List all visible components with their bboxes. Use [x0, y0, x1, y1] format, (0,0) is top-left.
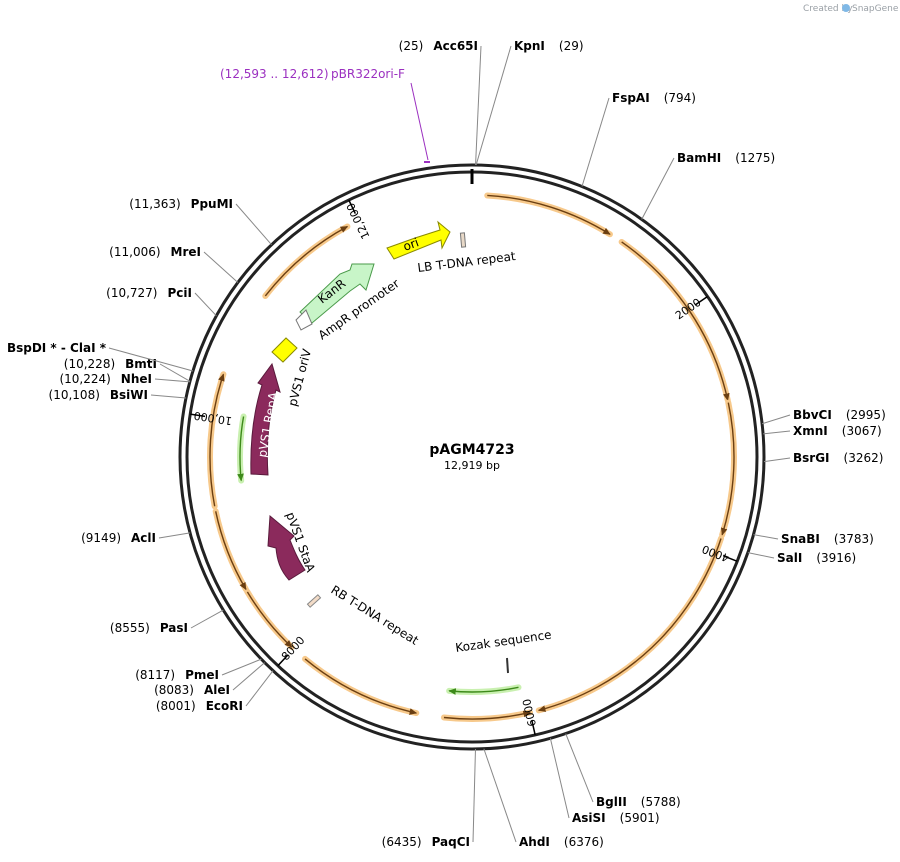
site-line-2 — [581, 97, 610, 187]
plasmid-size: 12,919 bp — [444, 459, 500, 472]
site-label-4[interactable]: BbvCI(2995) — [793, 408, 886, 422]
orf-arc-7[interactable] — [215, 511, 247, 591]
site-label-13[interactable]: (8001)EcoRI — [156, 699, 243, 713]
site-label-16[interactable]: (8555)PasI — [110, 621, 188, 635]
tick-label-0: 2000 — [673, 296, 703, 323]
site-label-17[interactable]: (9149)AclI — [81, 531, 156, 545]
site-line-4 — [761, 414, 791, 425]
site-line-24 — [235, 203, 272, 246]
site-line-15 — [221, 658, 262, 676]
site-label-22[interactable]: (10,727)PciI — [106, 286, 192, 300]
orf-arc-11[interactable] — [237, 416, 245, 482]
primer-name: pBR322ori-F — [331, 67, 405, 81]
site-label-2[interactable]: FspAI(794) — [612, 91, 696, 105]
orf-arc-0[interactable] — [487, 194, 611, 235]
site-line-9 — [565, 733, 594, 803]
tick-label-2: 6000 — [520, 698, 539, 728]
orf-arc-1[interactable] — [621, 241, 730, 401]
orf-layer — [207, 192, 737, 722]
site-label-10[interactable]: AsiSI(5901) — [572, 811, 660, 825]
site-line-13 — [245, 670, 274, 707]
tick-label-5: 12,000 — [344, 201, 372, 241]
orf-arc-3[interactable] — [537, 538, 722, 712]
site-label-24[interactable]: (11,363)PpuMI — [129, 197, 233, 211]
site-line-7 — [753, 534, 779, 540]
orf-arc-bg-1 — [618, 238, 731, 404]
site-line-12 — [472, 748, 476, 843]
rb-repeat-feature[interactable]: RB T-DNA repeat — [306, 583, 421, 648]
site-line-14 — [232, 662, 265, 691]
orf-arc-9[interactable] — [264, 225, 349, 297]
site-line-10 — [549, 738, 570, 819]
tick-mark-2 — [531, 720, 536, 736]
site-line-19 — [154, 378, 190, 383]
site-line-17 — [158, 532, 191, 539]
site-label-14[interactable]: (8083)AleI — [154, 683, 230, 697]
credit-text: Created by — [803, 4, 853, 14]
lb-repeat-label: LB T-DNA repeat — [417, 249, 517, 275]
credit-brand: SnapGene — [852, 4, 899, 14]
snapgene-logo-icon — [842, 4, 850, 12]
site-line-8 — [747, 552, 775, 559]
site-label-21[interactable]: (10,304)BspDI * - ClaI * — [0, 341, 107, 355]
ori-label: ori — [401, 235, 420, 253]
primer-line — [410, 82, 429, 161]
site-label-0[interactable]: (25)Acc65I — [399, 39, 478, 53]
plasmid-name: pAGM4723 — [429, 442, 514, 458]
site-label-1[interactable]: KpnI(29) — [514, 39, 584, 53]
site-label-9[interactable]: BglII(5788) — [596, 795, 681, 809]
primer-range: (12,593 .. 12,612) — [220, 67, 329, 81]
orf-arc-8[interactable] — [209, 373, 225, 507]
orf-arc-10[interactable] — [448, 686, 519, 695]
site-label-3[interactable]: BamHI(1275) — [677, 151, 775, 165]
orf-arc-bg-0 — [484, 192, 613, 238]
site-label-11[interactable]: AhdI(6376) — [519, 835, 604, 849]
site-label-12[interactable]: (6435)PaqCI — [382, 835, 470, 849]
tick-mark-3 — [277, 654, 289, 667]
orf-arc-6[interactable] — [246, 591, 293, 648]
site-line-3 — [641, 157, 675, 220]
site-label-20[interactable]: (10,228)BmtI — [64, 357, 157, 371]
ori-feature[interactable]: ori — [386, 220, 451, 260]
tick-mark-1 — [723, 555, 738, 562]
site-label-5[interactable]: XmnI(3067) — [793, 424, 882, 438]
site-label-23[interactable]: (11,006)MreI — [109, 245, 201, 259]
site-label-15[interactable]: (8117)PmeI — [135, 668, 219, 682]
site-line-6 — [763, 457, 791, 463]
site-line-0 — [475, 45, 482, 166]
orf-arc-5[interactable] — [304, 658, 418, 715]
orf-arc-bg-7 — [212, 508, 249, 593]
tick-mark-4 — [190, 413, 206, 418]
site-layer: (25)Acc65I KpnI(29) FspAI(794) BamHI(1275) B… — [0, 39, 886, 849]
orf-arc-2[interactable] — [720, 402, 735, 536]
kozak-feature[interactable]: Kozak sequence — [454, 628, 552, 674]
orf-arc-bg-3 — [535, 535, 725, 714]
site-line-5 — [763, 430, 791, 435]
orf-arc-4[interactable] — [443, 710, 531, 720]
site-line-23 — [203, 251, 239, 283]
site-line-21 — [108, 347, 194, 372]
site-line-1 — [475, 45, 512, 166]
site-line-16 — [190, 609, 224, 629]
rb-repeat-label: RB T-DNA repeat — [328, 583, 421, 648]
site-label-7[interactable]: SnaBI(3783) — [781, 532, 874, 546]
site-line-22 — [194, 292, 217, 317]
pvs1-repa-feature[interactable]: pVS1 RepA — [250, 362, 281, 476]
site-label-18[interactable]: (10,108)BsiWI — [49, 388, 148, 402]
kozak-label: Kozak sequence — [454, 628, 552, 655]
backbone-outer — [178, 163, 766, 751]
site-label-6[interactable]: BsrGI(3262) — [793, 451, 883, 465]
tick-label-4: 10,000 — [193, 409, 233, 428]
site-line-20 — [159, 363, 191, 382]
site-label-19[interactable]: (10,224)NheI — [59, 372, 152, 386]
tick-mark-0 — [694, 295, 708, 306]
orf-arc-bg-5 — [302, 655, 420, 717]
tick-mark-5 — [348, 199, 356, 214]
pvs1-staa-feature[interactable]: pVS1 StaA — [267, 510, 318, 581]
site-line-11 — [483, 748, 517, 843]
site-label-8[interactable]: SalI(3916) — [777, 551, 856, 565]
site-line-18 — [150, 394, 187, 399]
